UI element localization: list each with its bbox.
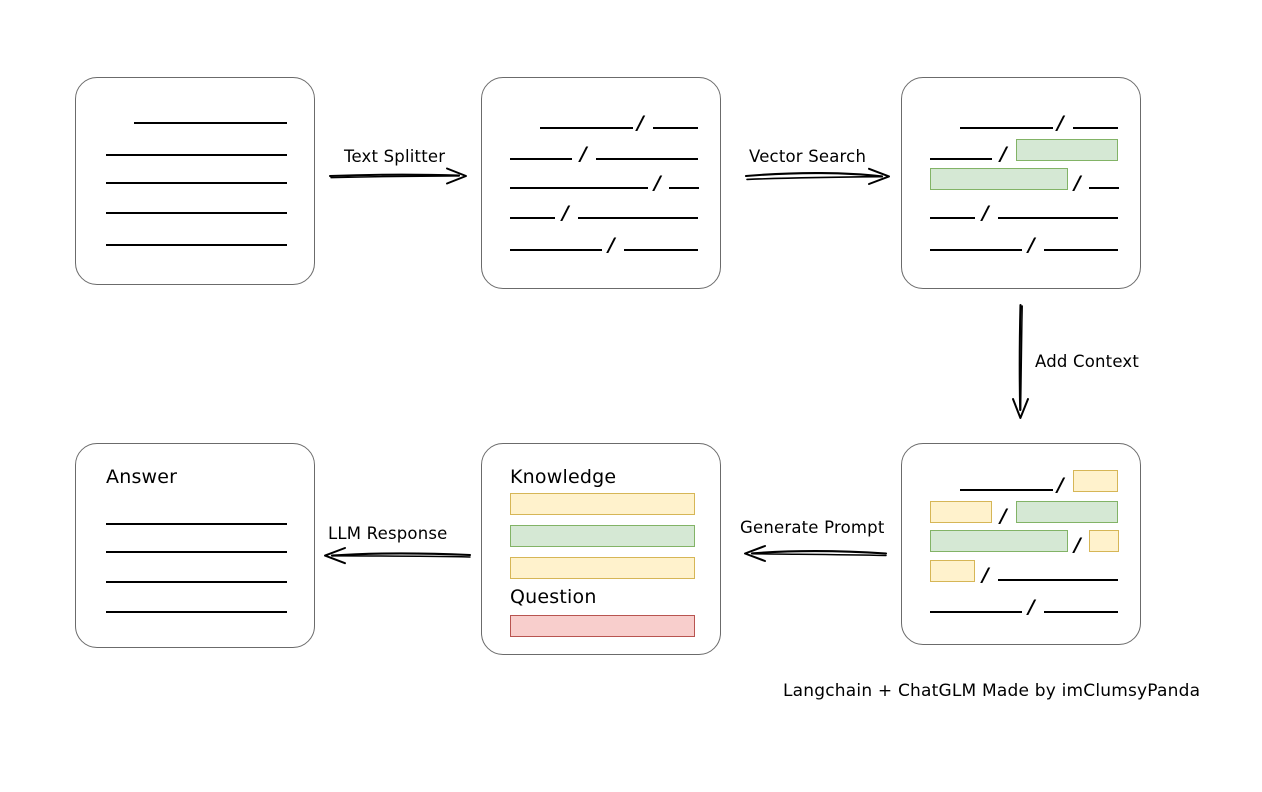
segment-separator: / bbox=[1074, 534, 1081, 556]
text-line bbox=[1044, 249, 1118, 251]
edge-label-text-splitter: Text Splitter bbox=[344, 147, 446, 166]
source-document-box bbox=[75, 77, 315, 285]
text-line bbox=[930, 217, 975, 219]
arrow-vector-search bbox=[744, 167, 890, 185]
context-document-box: / / / / / bbox=[901, 443, 1141, 645]
segment-separator: / bbox=[1028, 596, 1035, 618]
segment-separator: / bbox=[1000, 505, 1007, 527]
text-line bbox=[510, 249, 602, 251]
text-line bbox=[106, 581, 287, 583]
segment-separator: / bbox=[1028, 234, 1035, 256]
text-line bbox=[998, 217, 1118, 219]
text-line bbox=[960, 127, 1053, 129]
text-line bbox=[1073, 127, 1118, 129]
highlight-chip-green bbox=[510, 525, 695, 547]
text-line bbox=[106, 611, 287, 613]
answer-box: Answer bbox=[75, 443, 315, 648]
text-line bbox=[653, 127, 698, 129]
arrow-generate-prompt bbox=[744, 545, 888, 562]
split-document-box: / / / / / bbox=[481, 77, 721, 289]
arrow-text-splitter bbox=[328, 167, 467, 185]
text-line bbox=[596, 158, 698, 160]
highlight-chip-yellow bbox=[1073, 470, 1118, 492]
text-line bbox=[578, 217, 698, 219]
text-line bbox=[540, 127, 633, 129]
text-line bbox=[624, 249, 698, 251]
text-line bbox=[106, 212, 287, 214]
segment-separator: / bbox=[1000, 143, 1007, 165]
edge-label-llm-response: LLM Response bbox=[328, 524, 448, 543]
text-line bbox=[134, 122, 287, 124]
segment-separator: / bbox=[562, 202, 569, 224]
credit-text: Langchain + ChatGLM Made by imClumsyPand… bbox=[783, 681, 1201, 701]
segment-separator: / bbox=[982, 202, 989, 224]
text-line bbox=[106, 182, 287, 184]
text-line bbox=[669, 187, 699, 189]
segment-separator: / bbox=[637, 112, 644, 134]
prompt-heading: Knowledge bbox=[510, 466, 617, 488]
text-line bbox=[510, 217, 555, 219]
segment-separator: / bbox=[580, 143, 587, 165]
text-line bbox=[106, 551, 287, 553]
highlight-chip-yellow bbox=[510, 493, 695, 515]
highlight-chip-yellow bbox=[510, 557, 695, 579]
highlight-chip-green bbox=[1016, 501, 1118, 523]
text-line bbox=[998, 579, 1118, 581]
text-line bbox=[930, 158, 992, 160]
highlight-chip-red bbox=[510, 615, 695, 637]
highlight-chip-yellow bbox=[930, 560, 975, 582]
segment-separator: / bbox=[982, 564, 989, 586]
segment-separator: / bbox=[1074, 172, 1081, 194]
segment-separator: / bbox=[1057, 474, 1064, 496]
text-line bbox=[960, 489, 1053, 491]
highlight-chip-green bbox=[1016, 139, 1118, 161]
segment-separator: / bbox=[1057, 112, 1064, 134]
highlight-chip-yellow bbox=[930, 501, 992, 523]
arrow-llm-response bbox=[324, 547, 472, 565]
edge-label-vector-search: Vector Search bbox=[749, 147, 867, 166]
edge-label-generate-prompt: Generate Prompt bbox=[740, 518, 885, 537]
text-line bbox=[1044, 611, 1118, 613]
highlight-chip-yellow bbox=[1089, 530, 1119, 552]
arrow-add-context bbox=[1012, 303, 1029, 419]
text-line bbox=[1089, 187, 1119, 189]
vector-matched-document-box: / / / / / bbox=[901, 77, 1141, 289]
highlight-chip-green bbox=[930, 530, 1068, 552]
prompt-heading: Question bbox=[510, 586, 597, 608]
text-line bbox=[106, 244, 287, 246]
text-line bbox=[510, 187, 648, 189]
text-line bbox=[930, 611, 1022, 613]
text-line bbox=[930, 249, 1022, 251]
highlight-chip-green bbox=[930, 168, 1068, 190]
answer-heading: Answer bbox=[106, 466, 178, 488]
text-line bbox=[106, 523, 287, 525]
text-line bbox=[106, 154, 287, 156]
text-line bbox=[510, 158, 572, 160]
edge-label-add-context: Add Context bbox=[1035, 352, 1140, 371]
segment-separator: / bbox=[608, 234, 615, 256]
segment-separator: / bbox=[654, 172, 661, 194]
